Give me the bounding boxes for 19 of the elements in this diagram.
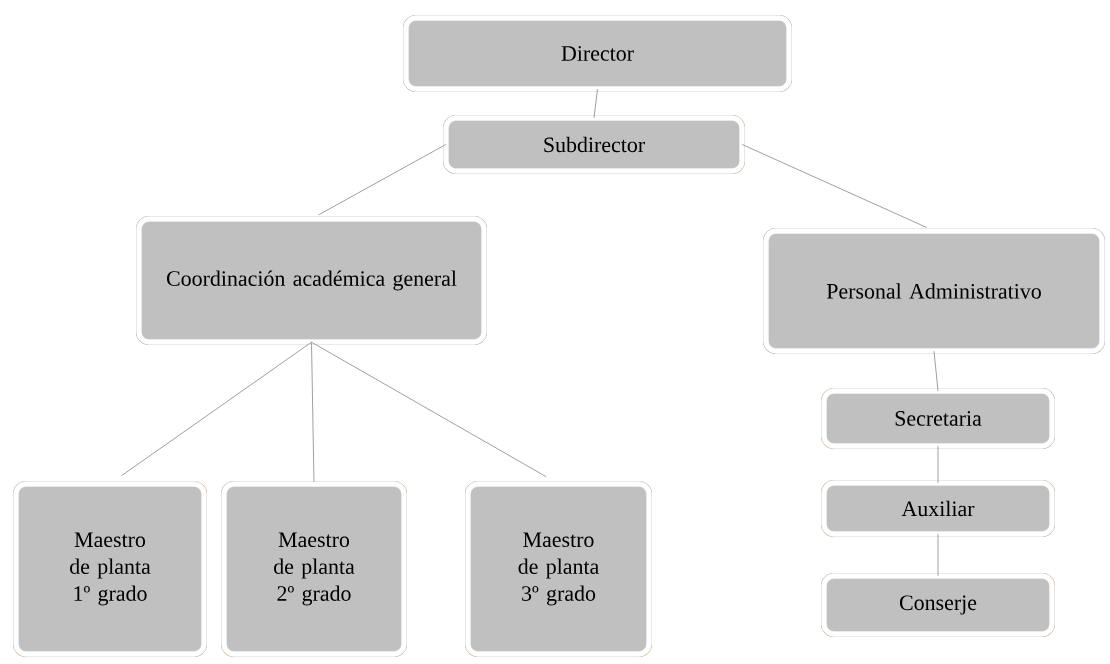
org-box: Maestro de planta 1º grado [13,481,207,657]
connector-line [593,88,598,119]
org-box: Conserje [821,573,1055,637]
connector-line [937,533,939,577]
org-box: Personal Administrativo [763,228,1105,354]
org-box: Maestro de planta 2º grado [221,481,407,657]
org-box: Auxiliar [821,480,1055,537]
connector-line [311,341,315,483]
connector-line [933,350,939,392]
connector-line [937,445,939,484]
connector-line [318,144,447,216]
connector-line [120,341,312,477]
org-box: Coordinación académica general [136,216,487,345]
connector-line [741,144,928,228]
org-box: Director [403,15,792,92]
connector-line [311,341,547,478]
org-box: Subdirector [443,115,745,174]
org-box: Secretaria [821,388,1055,449]
org-box: Maestro de planta 3º grado [465,481,652,657]
